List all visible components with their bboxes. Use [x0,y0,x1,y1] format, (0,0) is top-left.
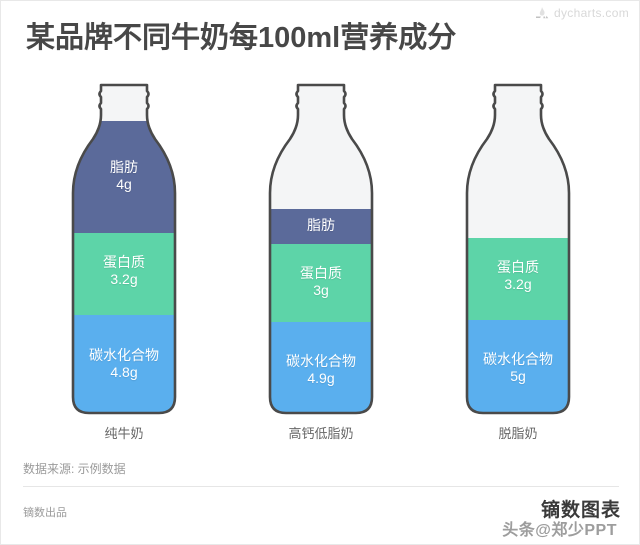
bottle-0[interactable]: 脂肪 4g 蛋白质 3.2g 碳水化合物 4.8g [65,81,183,421]
footer-divider [23,486,619,487]
segment-fill-fat-1 [270,209,372,244]
bottle-1[interactable]: 脂肪 蛋白质 3g 碳水化合物 4.9g [262,81,380,421]
bottle-group-1[interactable]: 脂肪 蛋白质 3g 碳水化合物 4.9g 高钙低脂奶 [236,71,406,441]
segment-fill-protein-1 [270,244,372,322]
watermark-top: dycharts.com [534,5,629,21]
category-label-0: 纯牛奶 [104,426,144,441]
bottle-group-0[interactable]: 脂肪 4g 蛋白质 3.2g 碳水化合物 4.8g 纯牛奶 [39,71,209,441]
bottle-shape-0 [71,83,177,415]
watermark-top-text: dycharts.com [554,6,629,20]
data-source-text: 数据来源: 示例数据 [23,462,126,476]
produced-by-text: 镝数出品 [23,507,67,519]
segment-fill-carb-0 [73,315,175,413]
category-label-2: 脱脂奶 [498,426,538,441]
brand-logo-text: 镝数图表 [540,500,621,521]
bottle-chart: 脂肪 4g 蛋白质 3.2g 碳水化合物 4.8g 纯牛奶 [1,71,640,441]
category-label-1: 高钙低脂奶 [288,426,354,441]
segment-fill-protein-0 [73,233,175,315]
bottle-2[interactable]: 蛋白质 3.2g 碳水化合物 5g [459,81,577,421]
bottle-shape-1 [268,83,374,415]
watermark-bottom-text: 头条@郑少PPT [502,522,617,539]
page-title: 某品牌不同牛奶每100ml营养成分 [26,22,457,54]
segment-fill-protein-2 [467,238,569,320]
bottle-shape-2 [465,83,571,415]
segment-fill-carb-1 [270,322,372,413]
flame-logo-icon [534,5,550,21]
segment-fill-fat-0 [73,121,175,233]
segment-fill-carb-2 [467,320,569,413]
bottle-group-2[interactable]: 蛋白质 3.2g 碳水化合物 5g 脱脂奶 [433,71,603,441]
